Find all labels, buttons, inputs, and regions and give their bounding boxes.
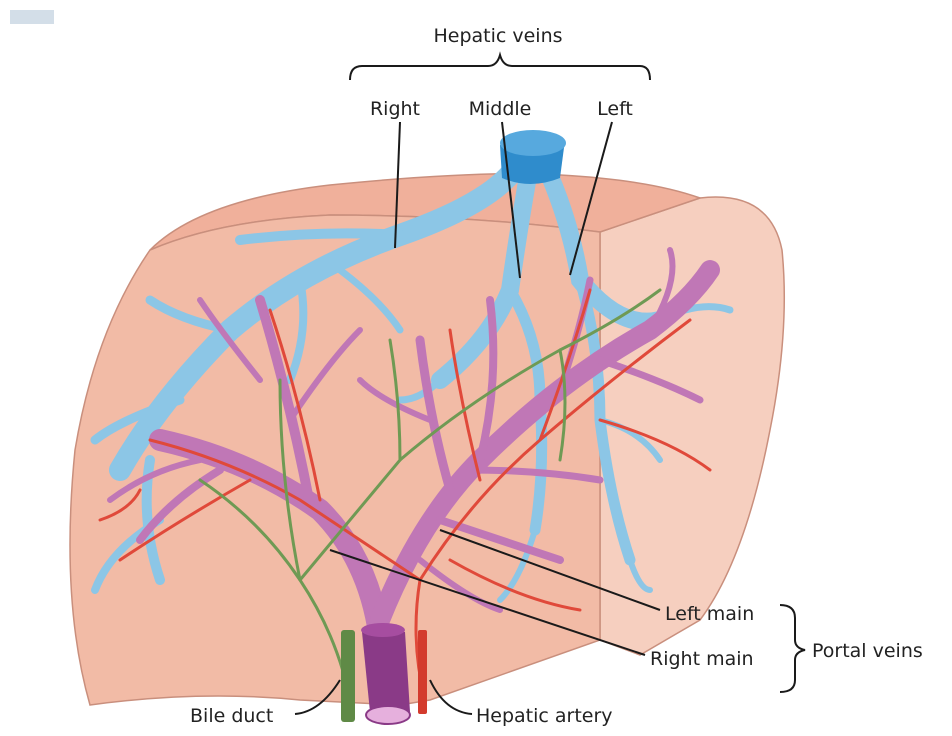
- page-tab: [10, 10, 54, 24]
- hepatic-vein-middle-label: Middle: [469, 98, 532, 120]
- hepatic-vein-right-label: Right: [370, 98, 420, 120]
- hepatic-artery-trunk: [418, 630, 427, 714]
- bile-duct-trunk: [341, 630, 355, 722]
- hepatic-veins-label: Hepatic veins: [433, 25, 562, 47]
- portal-veins-label: Portal veins: [812, 640, 923, 662]
- hepatic-vein-trunk: [500, 130, 566, 184]
- portal-veins-brace: [780, 605, 805, 692]
- left-main-label: Left main: [665, 603, 754, 625]
- liver-side-face: [600, 197, 784, 655]
- hepatic-vein-left-label: Left: [597, 98, 633, 120]
- right-main-label: Right main: [650, 648, 754, 670]
- hepatic-veins-brace: [350, 55, 650, 80]
- hepatic-artery-label: Hepatic artery: [476, 705, 613, 727]
- portal-vein-trunk: [361, 623, 410, 724]
- bile-duct-label: Bile duct: [190, 705, 273, 727]
